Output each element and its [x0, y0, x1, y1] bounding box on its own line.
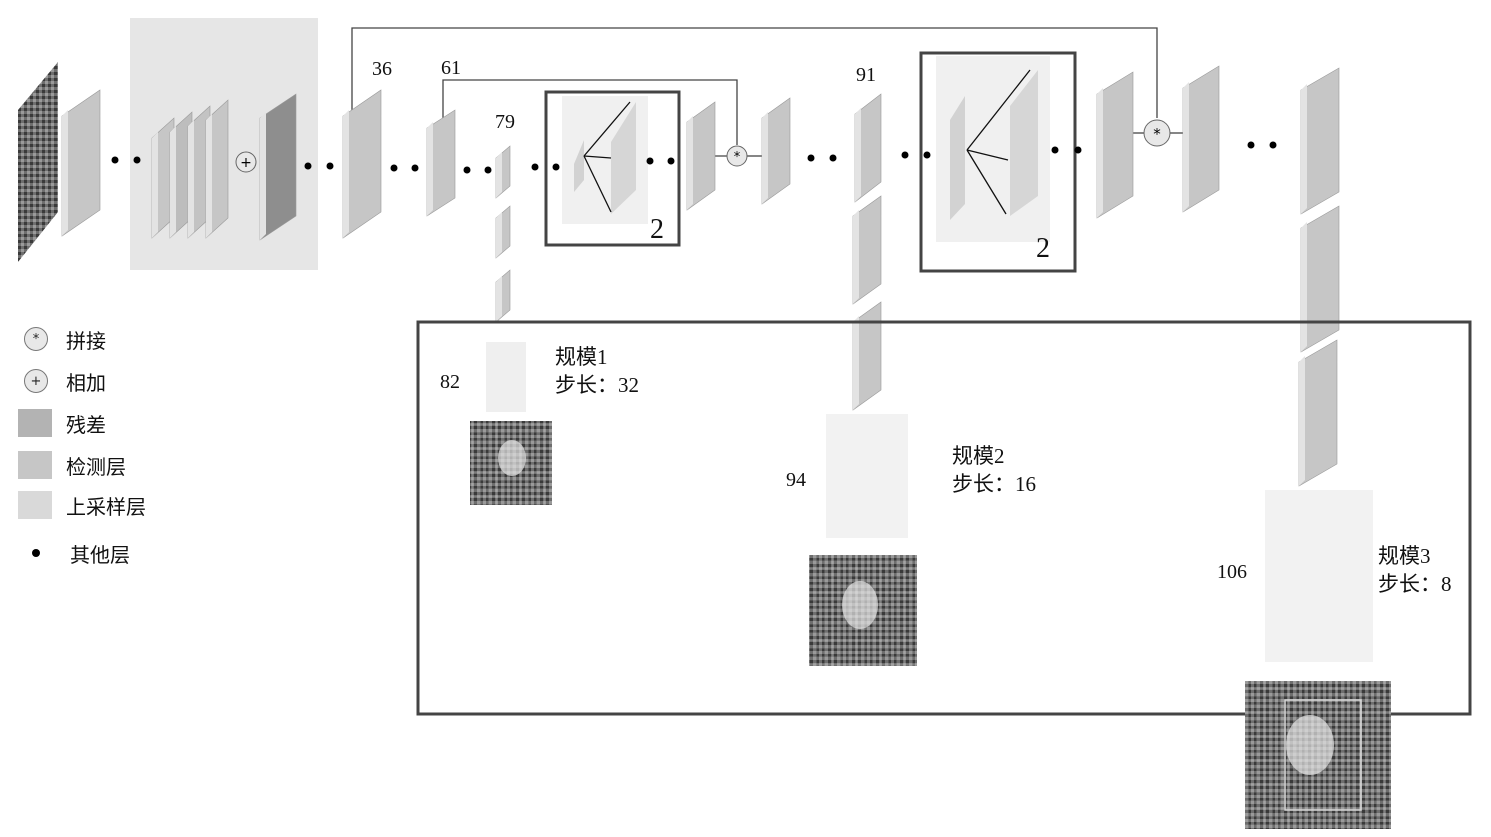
layer-61 [426, 109, 456, 217]
upsample-block-1: 2 [544, 90, 681, 247]
layer-number-91: 91 [856, 64, 876, 86]
layer-number-36: 36 [372, 58, 392, 80]
layer-final-column-1 [1300, 67, 1340, 215]
output-scales-frame [416, 320, 1472, 716]
scale2-output-image [809, 555, 917, 666]
legend-item-upsample: 上采样层 [18, 490, 146, 520]
layer-after-concat1 [761, 97, 791, 205]
legend-item-add: + 相加 [18, 366, 106, 396]
legend-label-residual: 残差 [66, 412, 106, 437]
detection-swatch [18, 451, 52, 479]
scale1-title: 规模1 [555, 345, 608, 369]
legend-item-detection: 检测层 [18, 450, 126, 480]
legend-label-other: 其他层 [70, 542, 130, 567]
input-image [18, 62, 58, 262]
layer-number-82: 82 [440, 371, 460, 393]
scale2-stride: 步长：16 [952, 472, 1036, 496]
layer-91 [854, 93, 882, 203]
residual-swatch [18, 409, 52, 437]
repeat-count-1: 2 [650, 214, 664, 245]
scale1-detection-bg [486, 342, 526, 412]
skip-line-61-to-concat1 [442, 79, 738, 145]
upsample-swatch [18, 491, 52, 519]
layer-after-up2 [1096, 71, 1134, 219]
layer-79-down-2 [495, 269, 511, 323]
residual-output-layer [259, 93, 297, 241]
legend-label-add: 相加 [66, 370, 106, 395]
layer-36 [342, 89, 382, 239]
scale2-detection-bg [826, 414, 908, 538]
legend-label-concat: 拼接 [66, 328, 106, 353]
layer-number-79: 79 [495, 111, 515, 133]
layer-pre-residual [61, 89, 101, 237]
legend-item-other: 其他层 [18, 538, 130, 568]
layer-91-down-2 [852, 301, 882, 411]
add-icon: + [24, 369, 48, 393]
layer-after-up1 [686, 101, 716, 211]
legend-label-detection: 检测层 [66, 454, 126, 479]
repeat-count-2: 2 [1036, 233, 1050, 264]
concat-icon: * [24, 327, 48, 351]
layer-79 [495, 145, 511, 199]
residual-layer-3 [187, 105, 211, 239]
other-layer-dot-icon [32, 549, 40, 557]
scale-labels: 规模1 步长：32 规模2 步长：16 规模3 步长：8 [555, 345, 1452, 596]
concat-node-1: * [726, 145, 748, 167]
scale1-stride: 步长：32 [555, 373, 639, 397]
svg-text:*: * [734, 150, 741, 165]
layer-91-down-1 [852, 195, 882, 305]
legend-item-concat: * 拼接 [18, 324, 106, 354]
layer-final-column-2 [1300, 205, 1340, 353]
other-layer-dots [111, 141, 1277, 174]
legend-item-residual: 残差 [18, 408, 106, 438]
concat-node-2: * [1143, 119, 1171, 147]
layer-numbers: 36 61 79 91 82 94 106 [372, 57, 1247, 583]
svg-text:*: * [1153, 125, 1161, 143]
scale1-output-image [470, 421, 552, 505]
layer-number-94: 94 [786, 469, 806, 491]
scale2-title: 规模2 [952, 444, 1005, 468]
scale3-title: 规模3 [1378, 544, 1431, 568]
layer-after-concat2 [1182, 65, 1220, 213]
residual-layer-4 [205, 99, 229, 239]
svg-text:+: + [240, 155, 252, 171]
scale3-output-image [1245, 681, 1391, 829]
skip-line-36-to-concat2 [351, 27, 1158, 118]
upsample-block-2: 2 [919, 51, 1077, 273]
layer-number-61: 61 [441, 57, 461, 79]
layer-final-column-3 [1298, 339, 1338, 487]
add-node: + [235, 151, 257, 173]
repeat-box-2 [919, 51, 1077, 273]
legend-label-upsample: 上采样层 [66, 494, 146, 519]
residual-layer-1 [151, 117, 175, 239]
scale3-stride: 步长：8 [1378, 572, 1452, 596]
layer-79-down-1 [495, 205, 511, 259]
repeat-box-1 [544, 90, 681, 247]
scale3-detection-bg [1265, 490, 1373, 662]
layer-number-106: 106 [1217, 561, 1247, 583]
